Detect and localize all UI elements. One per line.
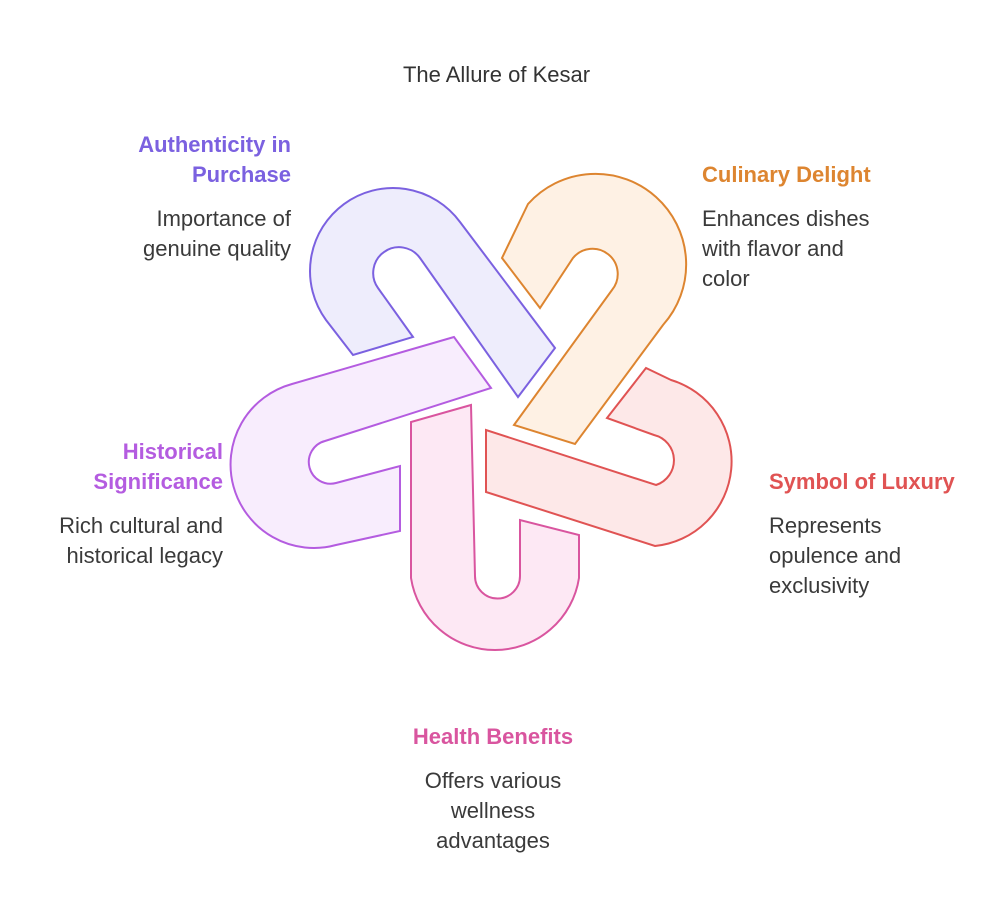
luxury-title: Symbol of Luxury <box>769 467 955 497</box>
authenticity-title-line-1: Authenticity in <box>138 132 291 157</box>
label-culinary: Culinary Delight Enhances dishes with fl… <box>702 160 871 294</box>
diagram-title: The Allure of Kesar <box>402 62 591 87</box>
authenticity-desc-line-1: Importance of <box>156 206 291 231</box>
culinary-desc-line-1: Enhances dishes <box>702 206 870 231</box>
culinary-description: Enhances dishes with flavor and color <box>702 204 871 294</box>
loop-culinary <box>500 172 688 446</box>
historical-description: Rich cultural and historical legacy <box>59 511 223 571</box>
historical-title-line-1: Historical <box>122 439 223 464</box>
loop-luxury <box>485 366 733 548</box>
luxury-desc-line-2: opulence and <box>769 543 902 568</box>
authenticity-desc-line-2: genuine quality <box>142 236 291 261</box>
health-title: Health Benefits <box>383 722 603 752</box>
luxury-desc-line-3: exclusivity <box>769 573 870 598</box>
health-desc-line-1: Offers various <box>424 768 562 793</box>
luxury-title-line-1: Symbol of Luxury <box>769 469 955 494</box>
label-health: Health Benefits Offers various wellness … <box>383 722 603 856</box>
label-historical: Historical Significance Rich cultural an… <box>59 437 223 571</box>
historical-desc-line-2: historical legacy <box>66 543 223 568</box>
loop-historical <box>229 335 493 549</box>
luxury-description: Represents opulence and exclusivity <box>769 511 955 601</box>
label-authenticity: Authenticity in Purchase Importance of g… <box>138 130 291 264</box>
health-desc-line-2: wellness <box>450 798 536 823</box>
authenticity-title: Authenticity in Purchase <box>138 130 291 190</box>
health-desc-line-3: advantages <box>436 828 550 853</box>
loop-health <box>410 403 580 651</box>
historical-desc-line-1: Rich cultural and <box>59 513 223 538</box>
health-title-line-1: Health Benefits <box>412 724 574 749</box>
health-description: Offers various wellness advantages <box>383 766 603 856</box>
authenticity-description: Importance of genuine quality <box>138 204 291 264</box>
loop-authenticity <box>308 187 557 399</box>
authenticity-title-line-2: Purchase <box>191 162 291 187</box>
culinary-title: Culinary Delight <box>702 160 871 190</box>
historical-title-line-2: Significance <box>93 469 223 494</box>
label-luxury: Symbol of Luxury Represents opulence and… <box>769 467 955 601</box>
culinary-title-line-1: Culinary Delight <box>702 162 871 187</box>
culinary-desc-line-2: with flavor and <box>702 236 844 261</box>
historical-title: Historical Significance <box>59 437 223 497</box>
luxury-desc-line-1: Represents <box>769 513 882 538</box>
culinary-desc-line-3: color <box>702 266 750 291</box>
